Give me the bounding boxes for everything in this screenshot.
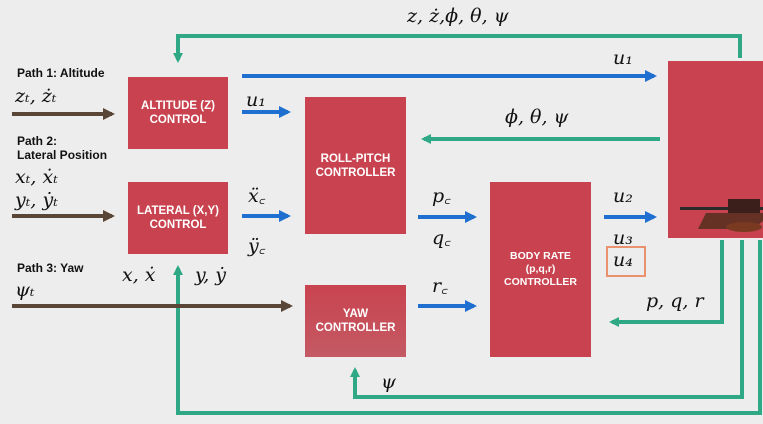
u1-top-label: u₁ xyxy=(613,47,633,69)
x-feedback-label: x, ẋ xyxy=(122,264,156,286)
u1-mid-label: u₁ xyxy=(246,89,266,111)
y-target-label: yₜ, ẏₜ xyxy=(15,189,58,211)
feedback-line-psi xyxy=(350,240,744,399)
u4-label: u₄ xyxy=(613,249,633,271)
path2-label: Path 2: Lateral Position xyxy=(17,134,108,162)
path3-label: Path 3: Yaw xyxy=(17,261,84,275)
yaw-target-label: ψₜ xyxy=(15,279,35,301)
feedback-line-pqr xyxy=(609,240,724,327)
drone-block xyxy=(668,61,763,238)
xdd-command-label: ẍ꜀ xyxy=(248,185,266,207)
x-target-label: xₜ, ẋₜ xyxy=(15,166,58,188)
feedback-line-xy xyxy=(173,240,762,415)
pqr-feedback-label: p, q, r xyxy=(646,290,704,312)
u3-label: u₃ xyxy=(613,227,633,249)
p-command-label: p꜀ xyxy=(432,185,451,207)
attitude-feedback-label: ϕ, θ, ψ xyxy=(505,106,569,128)
state-feedback-label: z, ż,ϕ, θ, ψ xyxy=(407,5,509,27)
lateral-control-block: LATERAL (X,Y) CONTROL xyxy=(128,182,228,254)
u4-highlight-box xyxy=(606,246,646,277)
feedback-line-state-to-altitude xyxy=(173,34,742,63)
u2-label: u₂ xyxy=(613,185,633,207)
body-rate-controller-block: BODY RATE (p,q,r) CONTROLLER xyxy=(490,182,591,357)
y-feedback-label: y, ẏ xyxy=(195,264,227,286)
path1-label: Path 1: Altitude xyxy=(17,66,105,80)
q-command-label: q꜀ xyxy=(432,227,451,249)
altitude-target-label: zₜ, żₜ xyxy=(15,85,57,107)
roll-pitch-controller-block: ROLL-PITCH CONTROLLER xyxy=(305,97,406,234)
quadrotor-icon xyxy=(680,199,763,232)
psi-feedback-label: ψ xyxy=(381,371,396,393)
altitude-control-block: ALTITUDE (Z) CONTROL xyxy=(128,77,228,149)
ydd-command-label: ÿ꜀ xyxy=(248,235,266,257)
yaw-controller-block: YAW CONTROLLER xyxy=(305,285,406,357)
r-command-label: r꜀ xyxy=(432,275,448,297)
